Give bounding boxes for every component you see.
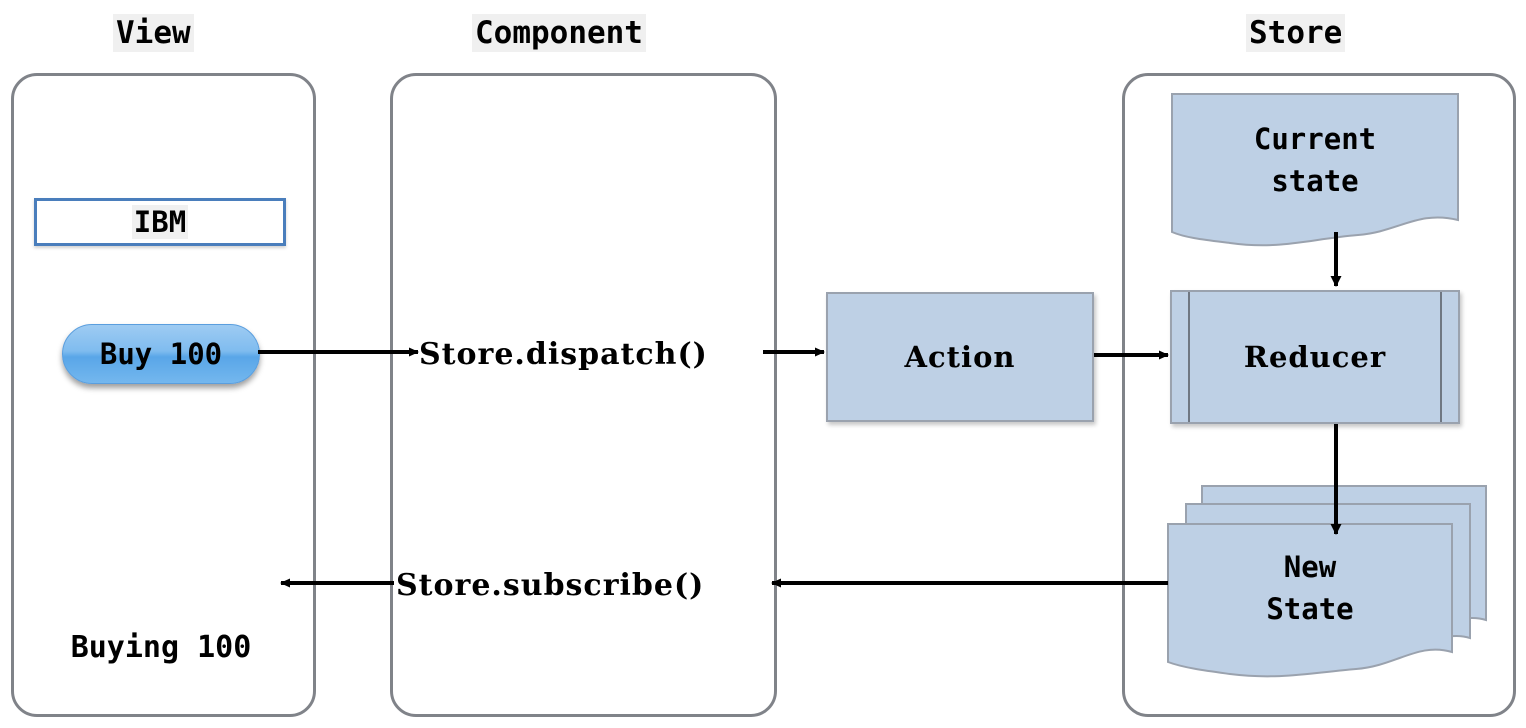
new-state-label-line1: New — [1283, 550, 1337, 584]
column-title-view: View — [113, 14, 194, 52]
dispatch-label[interactable]: Store.dispatch() — [419, 337, 708, 372]
column-title-component: Component — [472, 14, 646, 52]
ticker-input[interactable]: IBM — [34, 198, 286, 246]
subscribe-label[interactable]: Store.subscribe() — [396, 568, 705, 603]
buy-button[interactable]: Buy 100 — [62, 324, 260, 384]
status-text-line1: Buying 100 — [70, 630, 252, 665]
panel-view — [11, 73, 316, 717]
ticker-input-value: IBM — [131, 205, 189, 239]
new-state-label-line2: State — [1266, 592, 1354, 626]
current-state-shape[interactable]: Current state — [1170, 92, 1460, 247]
action-box[interactable]: Action — [826, 292, 1094, 422]
current-state-label-line1: Current — [1253, 122, 1377, 156]
status-text: Buying 100 shares — [26, 538, 296, 728]
action-box-label: Action — [904, 340, 1016, 374]
column-title-store: Store — [1246, 14, 1346, 52]
reducer-box[interactable]: Reducer — [1170, 290, 1460, 424]
buy-button-label: Buy 100 — [99, 337, 223, 371]
panel-component — [390, 73, 777, 717]
reducer-box-label: Reducer — [1243, 340, 1387, 374]
current-state-label-line2: state — [1271, 164, 1359, 198]
new-state-shape[interactable]: New State — [1160, 480, 1490, 680]
